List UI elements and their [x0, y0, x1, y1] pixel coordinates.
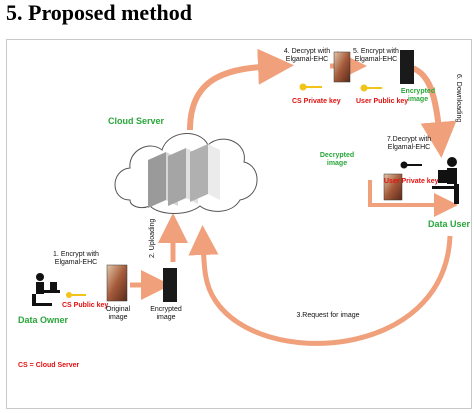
user-private-key-icon — [400, 161, 422, 169]
step2-label: 2. Uploading — [149, 218, 156, 258]
step5-label: 5. Encrypt with Elgamal-EHC — [353, 48, 399, 63]
data-user-person-icon — [432, 157, 459, 204]
step6-label: 6. Downloading — [455, 74, 462, 123]
user-private-key-label: User Private key — [384, 178, 439, 185]
user-public-key-icon — [360, 84, 382, 92]
legend-cloud-server: CS = Cloud Server — [18, 362, 80, 369]
encrypted-image-owner-label: Encrypted image — [150, 306, 182, 321]
arrow-cloud-to-decrypt — [187, 48, 294, 131]
decrypted-cloud-image-icon — [333, 51, 351, 83]
step7-label: 7.Decrypt with Elgamal-EHC — [386, 136, 432, 151]
original-image-icon — [106, 264, 128, 302]
cloud-server-label: Cloud Server — [108, 116, 165, 126]
diagram-panel — [6, 39, 472, 409]
encrypted-image-cloud-label: Encrypted image — [400, 88, 436, 103]
arrow-decrypt-to-user — [368, 180, 458, 217]
decrypted-image-label: Decrypted image — [319, 152, 355, 167]
data-owner-label: Data Owner — [18, 315, 69, 325]
step3-label: 3.Request for image — [296, 312, 360, 319]
encrypted-image-owner-icon — [163, 268, 177, 302]
step4-label: 4. Decrypt with Elgamal-EHC — [283, 48, 331, 63]
arrow-request — [188, 225, 453, 346]
cs-public-key-label: CS Public key — [62, 302, 109, 309]
data-user-label: Data User — [428, 219, 471, 229]
cs-public-key-icon — [66, 292, 86, 298]
original-image-label: Original image — [105, 306, 131, 321]
encrypted-image-cloud-icon — [400, 50, 414, 84]
decrypted-user-image-icon — [383, 173, 403, 201]
cs-private-key-label: CS Private key — [292, 98, 341, 105]
server-rack-icon — [148, 144, 220, 208]
data-owner-person-icon — [32, 273, 60, 306]
step1-label: 1. Encrypt with Elgamal-EHC — [53, 251, 99, 266]
user-public-key-label: User Public key — [356, 98, 409, 105]
page-title: 5. Proposed method — [6, 0, 192, 25]
cs-private-key-icon — [299, 83, 322, 91]
